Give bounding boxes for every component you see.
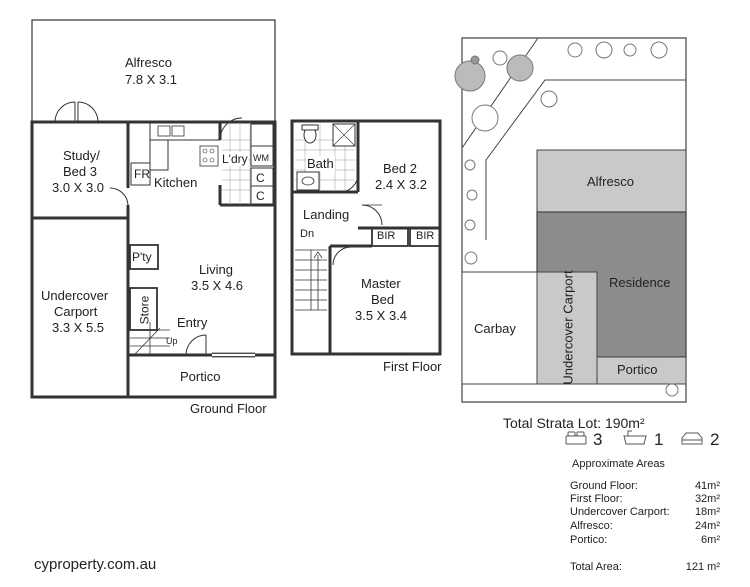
first-floor-title: First Floor: [383, 359, 442, 374]
cupboard-label-1: C: [256, 171, 265, 185]
study-dims: 3.0 X 3.0: [52, 180, 105, 195]
bir-label-2: BIR: [416, 230, 435, 242]
area-label: Undercover Carport:: [570, 506, 670, 518]
site-plan: [454, 37, 687, 403]
bathroom-count: 1: [654, 430, 664, 449]
site-portico-label: Portico: [617, 362, 658, 377]
site-carbay: [461, 271, 538, 385]
car-count: 2: [710, 430, 720, 449]
site-carport: [536, 271, 598, 385]
site-portico: [596, 356, 687, 385]
pantry-label: P'ty: [132, 250, 152, 264]
site-residence-label: Residence: [609, 275, 671, 290]
car-icon: [681, 432, 703, 445]
area-label: Ground Floor:: [570, 480, 638, 492]
area-row-ground: Ground Floor: 41m²: [570, 480, 720, 494]
website-link[interactable]: cyproperty.com.au: [34, 556, 157, 573]
ground-floor-title: Ground Floor: [190, 401, 267, 416]
area-value: 24m²: [694, 520, 720, 532]
dn-label: Dn: [300, 228, 315, 240]
store-label: Store: [137, 295, 152, 325]
first-floor-plan: [290, 119, 442, 356]
carport-dims: 3.3 X 5.5: [52, 320, 105, 335]
alfresco-label: Alfresco: [125, 55, 172, 70]
bedroom-count: 3: [593, 430, 603, 449]
study-label-2: Bed 3: [63, 164, 97, 179]
area-value: 6m²: [701, 534, 720, 546]
fr-label: FR: [134, 167, 150, 181]
area-value: 32m²: [694, 493, 720, 505]
landing-label: Landing: [303, 207, 350, 222]
area-value: 41m²: [694, 480, 720, 492]
portico-label: Portico: [180, 369, 221, 384]
bed2-dims: 2.4 X 3.2: [375, 177, 428, 192]
area-value: 18m²: [694, 506, 720, 518]
wm-label: WM: [253, 153, 269, 163]
master-label-2: Bed: [371, 292, 395, 307]
site-alfresco: [536, 149, 687, 213]
carport-label-2: Carport: [54, 304, 98, 319]
site-carport-label: Undercover Carport: [560, 270, 576, 385]
carport-label: Undercover: [41, 288, 109, 303]
up-label: Up: [166, 336, 178, 346]
bir-label-1: BIR: [377, 230, 396, 242]
ground-floor-plan: [30, 19, 277, 399]
bed-icon: [565, 431, 587, 445]
area-label: Alfresco:: [570, 520, 613, 532]
bed2-label: Bed 2: [383, 161, 417, 176]
study-label: Study/: [63, 148, 100, 163]
area-row-first: First Floor: 32m²: [570, 493, 720, 507]
entry-label: Entry: [177, 315, 208, 330]
trees: [454, 41, 679, 397]
bath-icon: [623, 430, 647, 445]
approx-areas-title: Approximate Areas: [572, 458, 665, 470]
cupboard-label-2: C: [256, 189, 265, 203]
kitchen-label: Kitchen: [154, 175, 198, 190]
area-label: Portico:: [570, 534, 608, 546]
area-row-portico: Portico: 6m²: [570, 534, 720, 548]
alfresco-area: [31, 19, 276, 123]
master-label: Master: [361, 276, 401, 291]
living-label: Living: [199, 262, 233, 277]
living-dims: 3.5 X 4.6: [191, 278, 244, 293]
master-dims: 3.5 X 3.4: [355, 308, 408, 323]
total-strata-lot: Total Strata Lot: 190m²: [503, 415, 645, 431]
site-alfresco-label: Alfresco: [587, 174, 634, 189]
area-row-alfresco: Alfresco: 24m²: [570, 520, 720, 534]
site-carbay-label: Carbay: [474, 321, 516, 336]
laundry-label: L'dry: [222, 152, 248, 166]
total-area-label: Total Area:: [570, 561, 622, 573]
area-label: First Floor:: [570, 493, 623, 505]
total-area-value: 121 m²: [685, 561, 720, 573]
bath-label: Bath: [306, 156, 335, 171]
alfresco-dims: 7.8 X 3.1: [125, 72, 178, 87]
area-row-carport: Undercover Carport: 18m²: [570, 506, 720, 520]
area-row-total: Total Area: 121 m²: [570, 561, 720, 575]
